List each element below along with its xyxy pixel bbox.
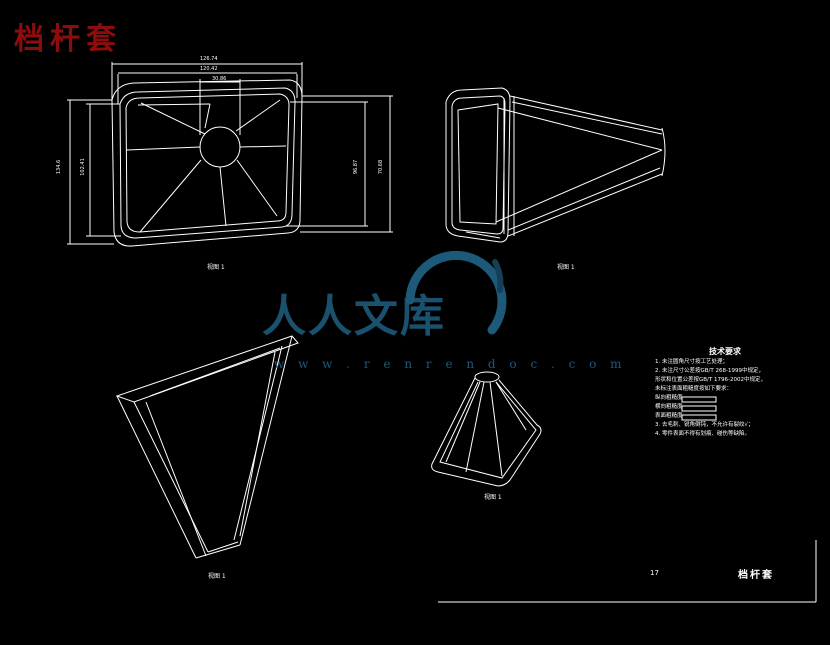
top-view [67,62,393,247]
notes-item: 横向粗糙度 [655,404,683,410]
notes-item: 未标注表面粗糙度按如下要求： [655,386,733,392]
dim-hole-width: 30.86 [212,76,227,82]
notes-item: 4. 零件表面不得有划痕、碰伤等缺陷。 [655,431,750,437]
small-iso-view [431,371,542,487]
dim-right-outer-height: 70.68 [378,159,385,175]
notes-item: 纵向粗糙度 [655,395,683,401]
view-label-small: 视图 1 [484,494,502,501]
watermark-url: w w w . r e n r e n d o c . c o m [274,357,627,371]
view-label-iso: 视图 1 [208,573,226,580]
drawing-title: 档杆套 [14,22,122,57]
dim-left-outer-height: 134.6 [56,159,63,175]
title-block-name: 档杆套 [738,570,774,581]
dim-inner-width: 120.42 [200,66,218,72]
notes-item: 1. 未注圆角尺寸按工艺处理； [655,359,728,365]
notes-item: 形状和位置公差按GB/T 1796-2002中规定， [655,377,766,383]
dim-outer-width: 126.74 [200,56,218,62]
notes-title: 技术要求 [709,347,741,356]
notes-item: 表面粗糙度 [655,413,683,419]
title-block [438,540,817,603]
dim-right-inner-height: 96.87 [353,159,360,175]
side-view [445,87,666,243]
dim-left-inner-height: 102.41 [79,158,86,176]
watermark-text: 人人文库 [262,291,446,342]
technical-notes: 技术要求 1. 未注圆角尺寸按工艺处理； 2. 未注尺寸公差按GB/T 268-… [655,347,815,439]
notes-item: 2. 未注尺寸公差按GB/T 268-1999中规定， [655,368,764,374]
view-label-top: 视图 1 [207,264,225,271]
view-label-side: 视图 1 [557,264,575,271]
title-block-number: 17 [650,569,659,577]
notes-item: 3. 去毛刺、锐角倒钝，不允许有裂纹√； [655,422,754,428]
watermark-logo [405,250,507,335]
iso-view [115,335,299,559]
